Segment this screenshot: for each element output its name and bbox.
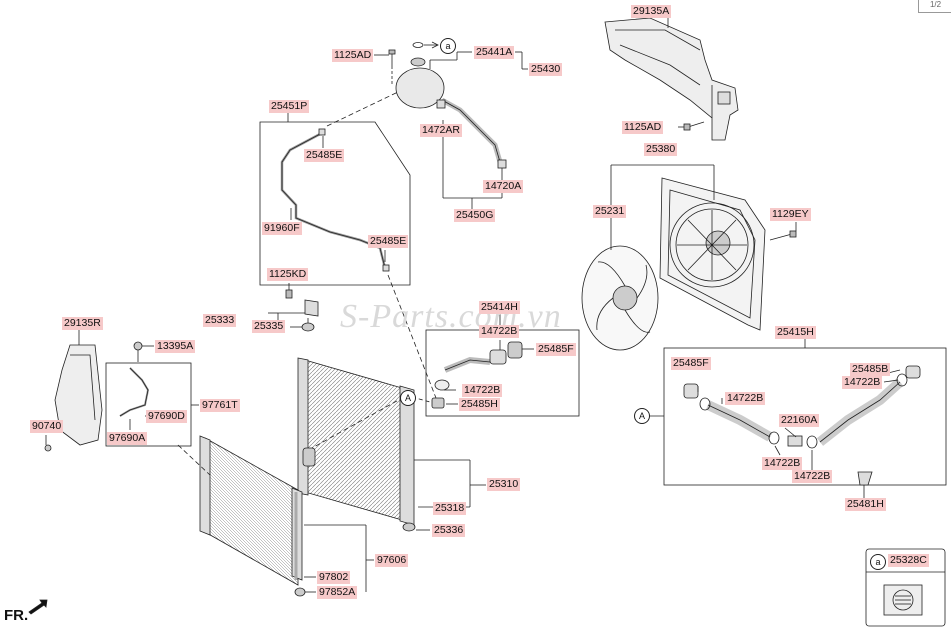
front-direction-label: FR. [4,607,29,624]
part-label-29135R[interactable]: 29135R [62,317,103,330]
part-label-91960F[interactable]: 91960F [262,222,302,235]
callout-a-top: a [440,38,456,54]
part-label-25485F-lower[interactable]: 25485F [671,357,711,370]
part-label-25335[interactable]: 25335 [252,320,286,333]
cooling-fan-shroud [659,177,766,331]
part-label-14722B-right-top[interactable]: 14722B [842,376,883,389]
part-label-1125KD[interactable]: 1125KD [267,268,309,281]
part-label-97761T[interactable]: 97761T [200,399,240,412]
part-label-90740[interactable]: 90740 [30,420,64,433]
part-label-29135A[interactable]: 29135A [631,5,672,18]
part-label-1472AR[interactable]: 1472AR [420,124,462,137]
part-label-25481H[interactable]: 25481H [845,498,886,511]
side-air-guard [54,344,103,446]
part-label-25328C[interactable]: 25328C [888,554,929,567]
part-label-14722B-hose[interactable]: 14722B [725,392,766,405]
radiator [297,357,416,532]
watermark: S-Parts.com.vn [340,298,562,335]
part-label-25380[interactable]: 25380 [644,143,678,156]
ref-a-hose: A [634,408,650,424]
reservoir-tank [395,57,507,169]
part-label-25310[interactable]: 25310 [487,478,521,491]
part-label-97802[interactable]: 97802 [317,571,351,584]
part-label-14722B-mid[interactable]: 14722B [462,384,503,397]
part-label-97852A[interactable]: 97852A [317,586,358,599]
part-label-25485F-upper[interactable]: 25485F [536,343,576,356]
part-label-25485E-upper[interactable]: 25485E [304,149,345,162]
upper-air-guard [604,17,739,141]
part-label-25415H[interactable]: 25415H [775,326,816,339]
part-label-97606[interactable]: 97606 [375,554,409,567]
part-label-97690A[interactable]: 97690A [107,432,148,445]
condenser [199,435,303,586]
part-label-25231[interactable]: 25231 [593,205,627,218]
part-label-25441A[interactable]: 25441A [474,46,515,59]
part-label-25450G[interactable]: 25450G [454,209,496,222]
callout-a-legend: a [870,554,886,570]
page-indicator: 1/2 [918,0,951,13]
part-label-14722B-upper[interactable]: 14722B [479,325,520,338]
part-label-25336[interactable]: 25336 [432,524,466,537]
part-label-25414H[interactable]: 25414H [479,301,520,314]
part-label-14722B-lower-right[interactable]: 14722B [792,470,833,483]
fan-blade [581,245,659,351]
part-label-1129EY[interactable]: 1129EY [770,208,811,221]
breather-hose-box [259,112,411,286]
part-label-25485B[interactable]: 25485B [850,363,891,376]
part-label-1125AD-right[interactable]: 1125AD [622,121,664,134]
part-label-97690D[interactable]: 97690D [146,410,187,423]
part-label-25485H[interactable]: 25485H [459,398,500,411]
part-label-25318[interactable]: 25318 [433,502,467,515]
part-label-22160A[interactable]: 22160A [779,414,820,427]
part-label-25451P[interactable]: 25451P [269,100,310,113]
part-label-13395A[interactable]: 13395A [155,340,196,353]
part-label-25485E-lower[interactable]: 25485E [368,235,409,248]
part-label-14720A[interactable]: 14720A [483,180,524,193]
part-label-25430[interactable]: 25430 [529,63,563,76]
part-label-25333[interactable]: 25333 [203,314,237,327]
part-label-14722B-lower-left[interactable]: 14722B [762,457,803,470]
ref-a-radiator: A [400,390,416,406]
part-label-1125AD-top[interactable]: 1125AD [332,49,374,62]
